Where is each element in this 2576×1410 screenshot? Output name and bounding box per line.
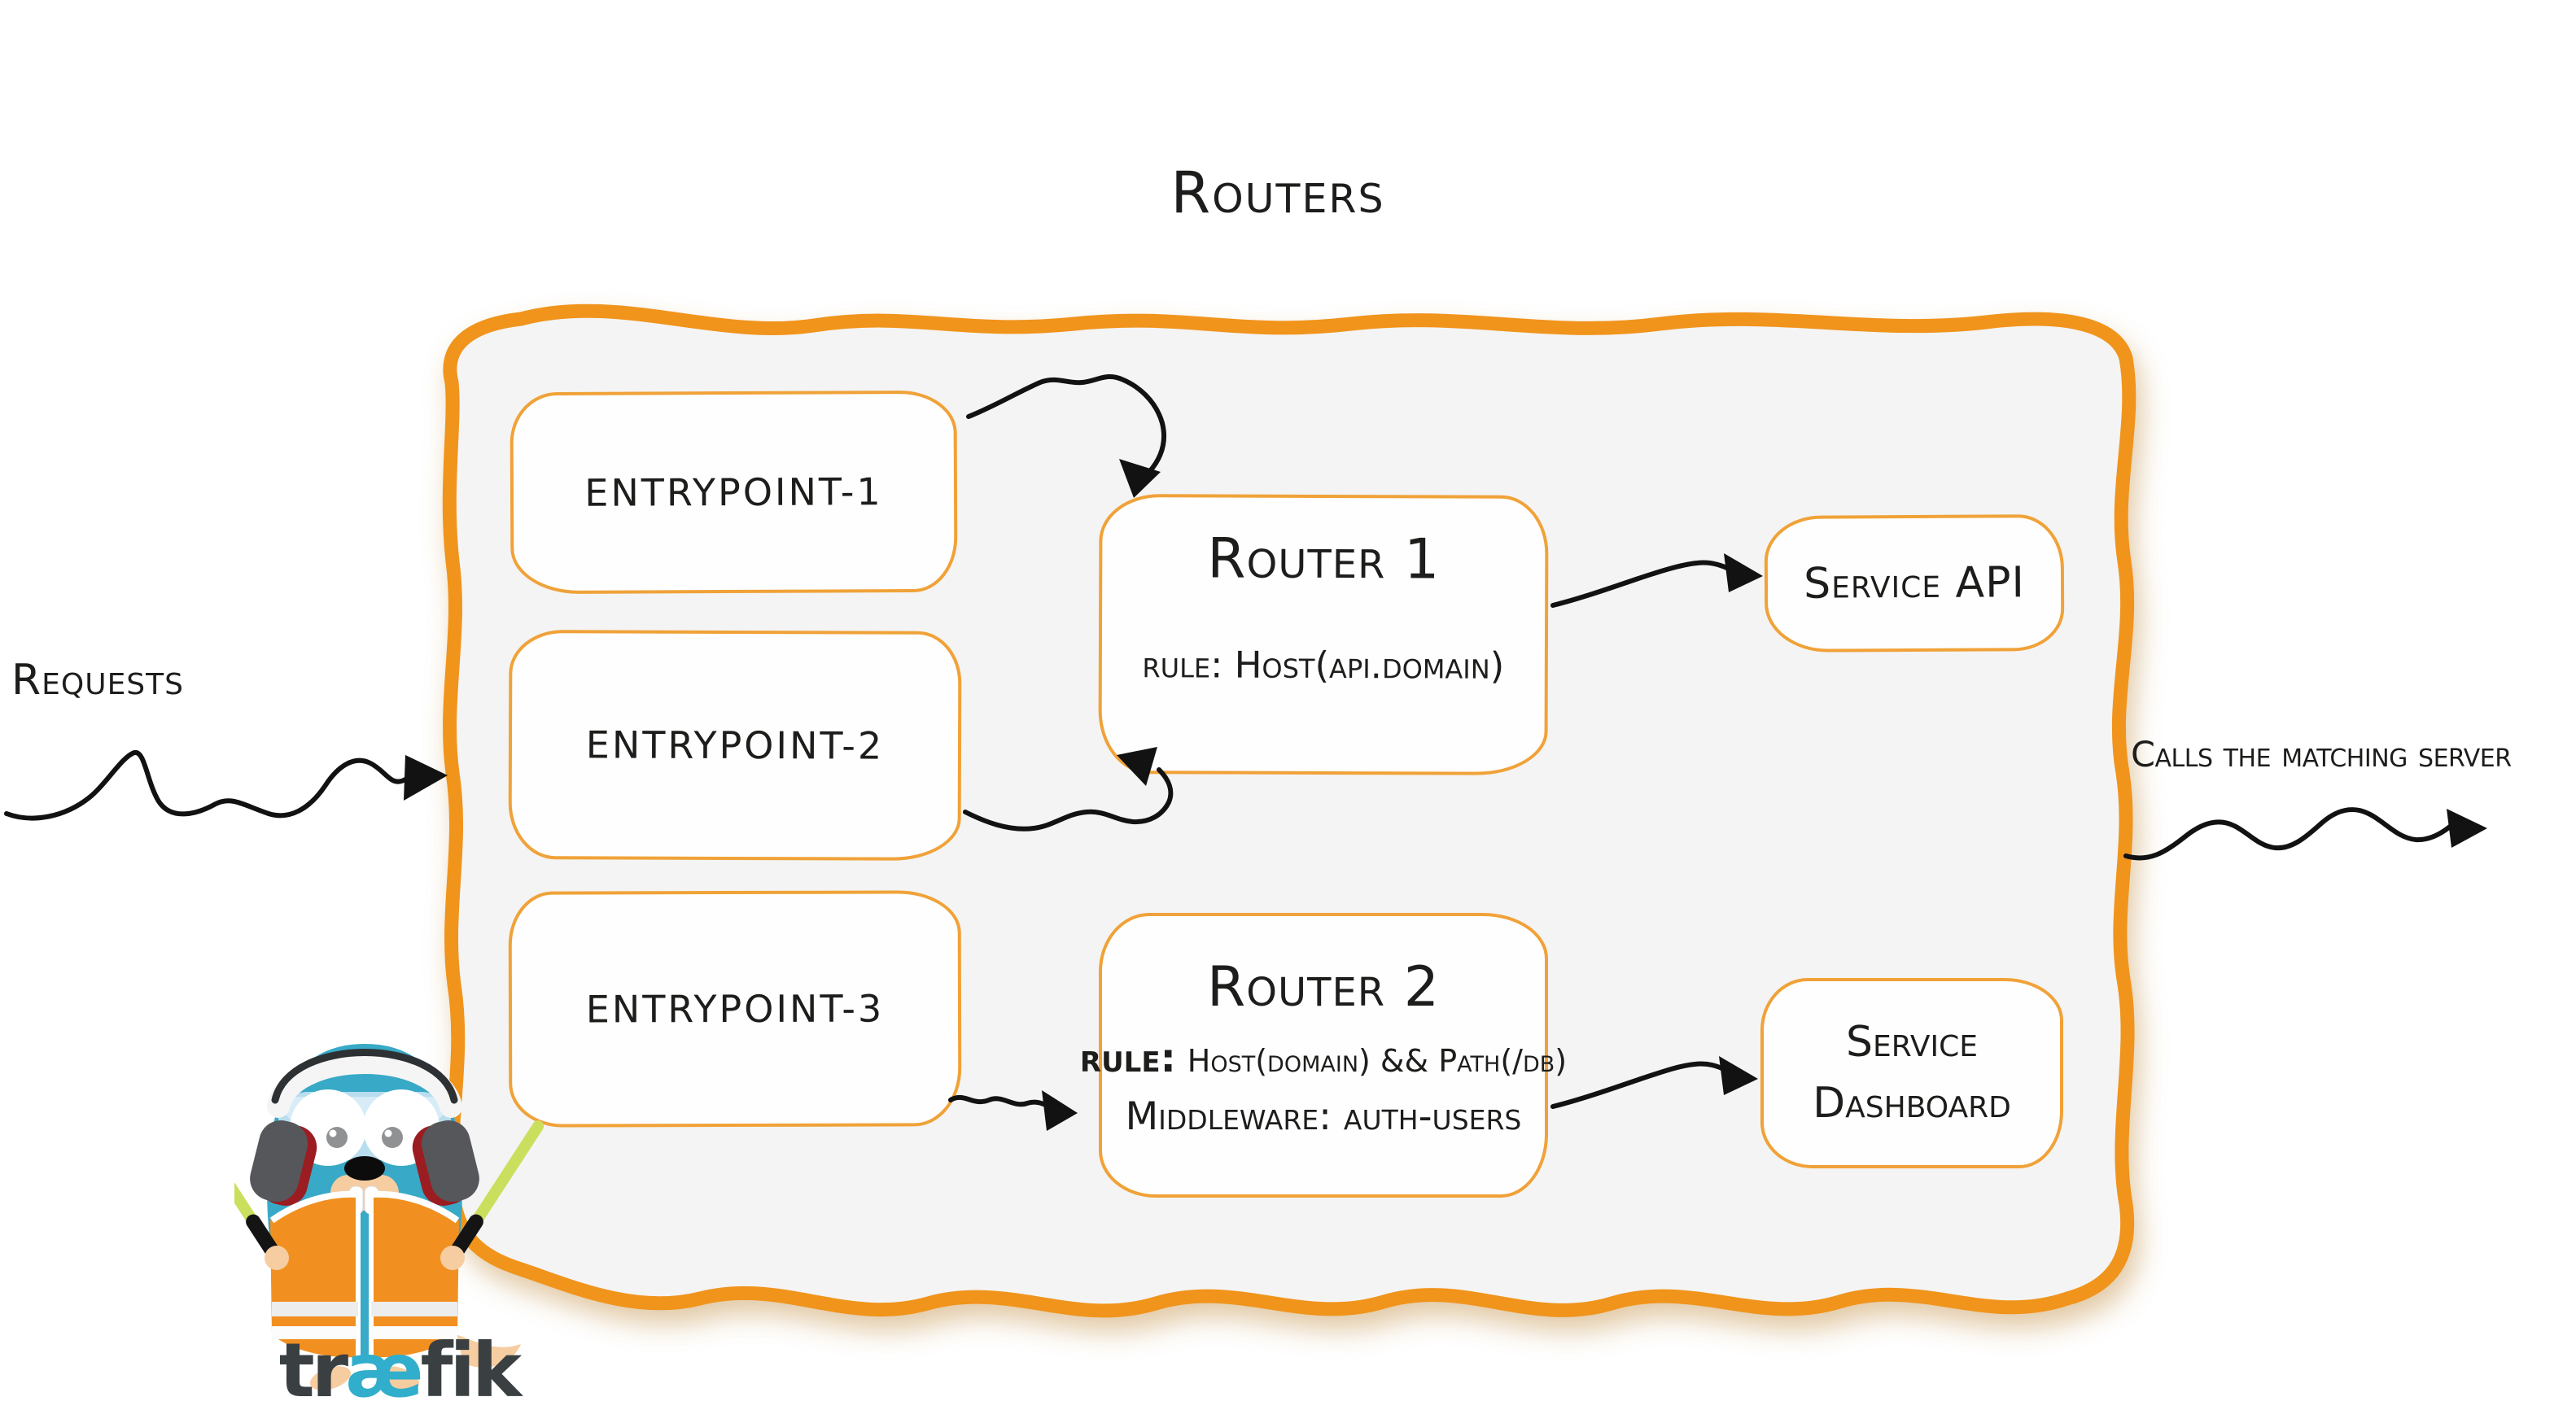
gopher-tail bbox=[456, 1334, 521, 1368]
service-api-label: Service API bbox=[1803, 558, 2026, 609]
service-api-box: Service API bbox=[1764, 514, 2065, 653]
router-2-rule-label: rule: bbox=[1079, 1036, 1176, 1081]
gopher-nose bbox=[344, 1156, 385, 1181]
router-1-title: Router 1 bbox=[1207, 526, 1441, 592]
router-2-rule: rule: Host(domain) && Path(/db) bbox=[1080, 1036, 1567, 1081]
wordmark-ae: æ bbox=[345, 1327, 420, 1410]
router-2-box: Router 2 rule: Host(domain) && Path(/db)… bbox=[1080, 913, 1567, 1198]
service-dashboard-label-line2: Dashboard bbox=[1813, 1079, 2011, 1128]
calls-matching-server-label: Calls the matching server bbox=[2131, 735, 2512, 775]
traefik-gopher-mascot: træfik bbox=[234, 1044, 544, 1410]
entrypoint-3-box: entrypoint-3 bbox=[508, 890, 962, 1128]
entrypoint-3-label: entrypoint-3 bbox=[585, 986, 885, 1032]
service-dashboard-label-line1: Service bbox=[1846, 1017, 1978, 1067]
service-dashboard-box: Service Dashboard bbox=[1760, 978, 2063, 1168]
gopher-hand-right bbox=[440, 1246, 465, 1270]
gopher-foot-left bbox=[309, 1366, 352, 1390]
gopher-goggles bbox=[278, 1089, 451, 1166]
entrypoint-2-label: entrypoint-2 bbox=[585, 722, 885, 768]
headphones-icon bbox=[250, 1049, 479, 1206]
gopher-vest bbox=[269, 1190, 460, 1358]
entrypoint-2-box: entrypoint-2 bbox=[508, 630, 962, 861]
router-1-box: Router 1 rule: Host(api.domain) bbox=[1098, 494, 1549, 775]
entrypoint-1-box: entrypoint-1 bbox=[510, 390, 958, 595]
router-2-rule-value: Host(domain) && Path(/db) bbox=[1187, 1043, 1568, 1079]
requests-label: Requests bbox=[11, 656, 185, 705]
router-2-title: Router 2 bbox=[1206, 955, 1441, 1019]
traefik-wordmark: træfik bbox=[279, 1327, 523, 1410]
page-title: Routers bbox=[1170, 159, 1385, 226]
entrypoint-1-label: entrypoint-1 bbox=[584, 469, 883, 515]
router-1-rule: rule: Host(api.domain) bbox=[1142, 643, 1505, 688]
router-2-middleware: Middleware: auth-users bbox=[1125, 1094, 1522, 1139]
gopher-foot-right bbox=[378, 1366, 420, 1390]
gopher-hand-left bbox=[265, 1246, 289, 1270]
wordmark-fik: fik bbox=[421, 1327, 524, 1410]
wordmark-tr: tr bbox=[279, 1327, 349, 1410]
